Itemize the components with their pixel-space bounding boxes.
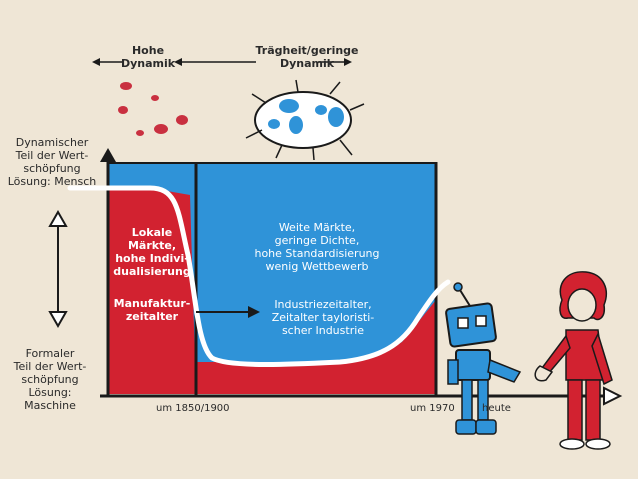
- cell-blob: [245, 79, 365, 161]
- transition-curve: [67, 185, 451, 367]
- label-dynamic-part: Dynamischer Teil der Wert- schöpfung Lös…: [7, 136, 97, 188]
- red-region-left: [108, 188, 196, 394]
- panel-middle-markets: Weite Märkte, geringe Dichte, hohe Stand…: [254, 221, 380, 273]
- human-illustration: [534, 271, 613, 450]
- axis-label-1850: um 1850/1900: [156, 403, 230, 414]
- red-region-right: [330, 300, 436, 394]
- label-inertia: Trägheit/geringe Dynamik: [255, 44, 359, 70]
- x-axis-arrow: [603, 386, 623, 406]
- robot-illustration: [445, 282, 522, 435]
- panel-middle-era: Industriezeitalter, Zeitalter tayloristi…: [271, 298, 375, 337]
- axis-label-1970: um 1970: [410, 403, 455, 414]
- label-high-dynamics: Hohe Dynamik: [120, 44, 176, 70]
- axis-label-today: heute: [482, 403, 511, 414]
- panel-left-markets: Lokale Märkte, hohe Indivi- dualisierung: [113, 226, 191, 278]
- era-arrow: [248, 306, 260, 318]
- y-axis-arrow: [100, 148, 116, 162]
- red-dots: [118, 82, 188, 136]
- label-formal-part: Formaler Teil der Wert- schöpfung Lösung…: [13, 347, 87, 412]
- panel-left-era: Manufaktur- zeitalter: [113, 297, 191, 323]
